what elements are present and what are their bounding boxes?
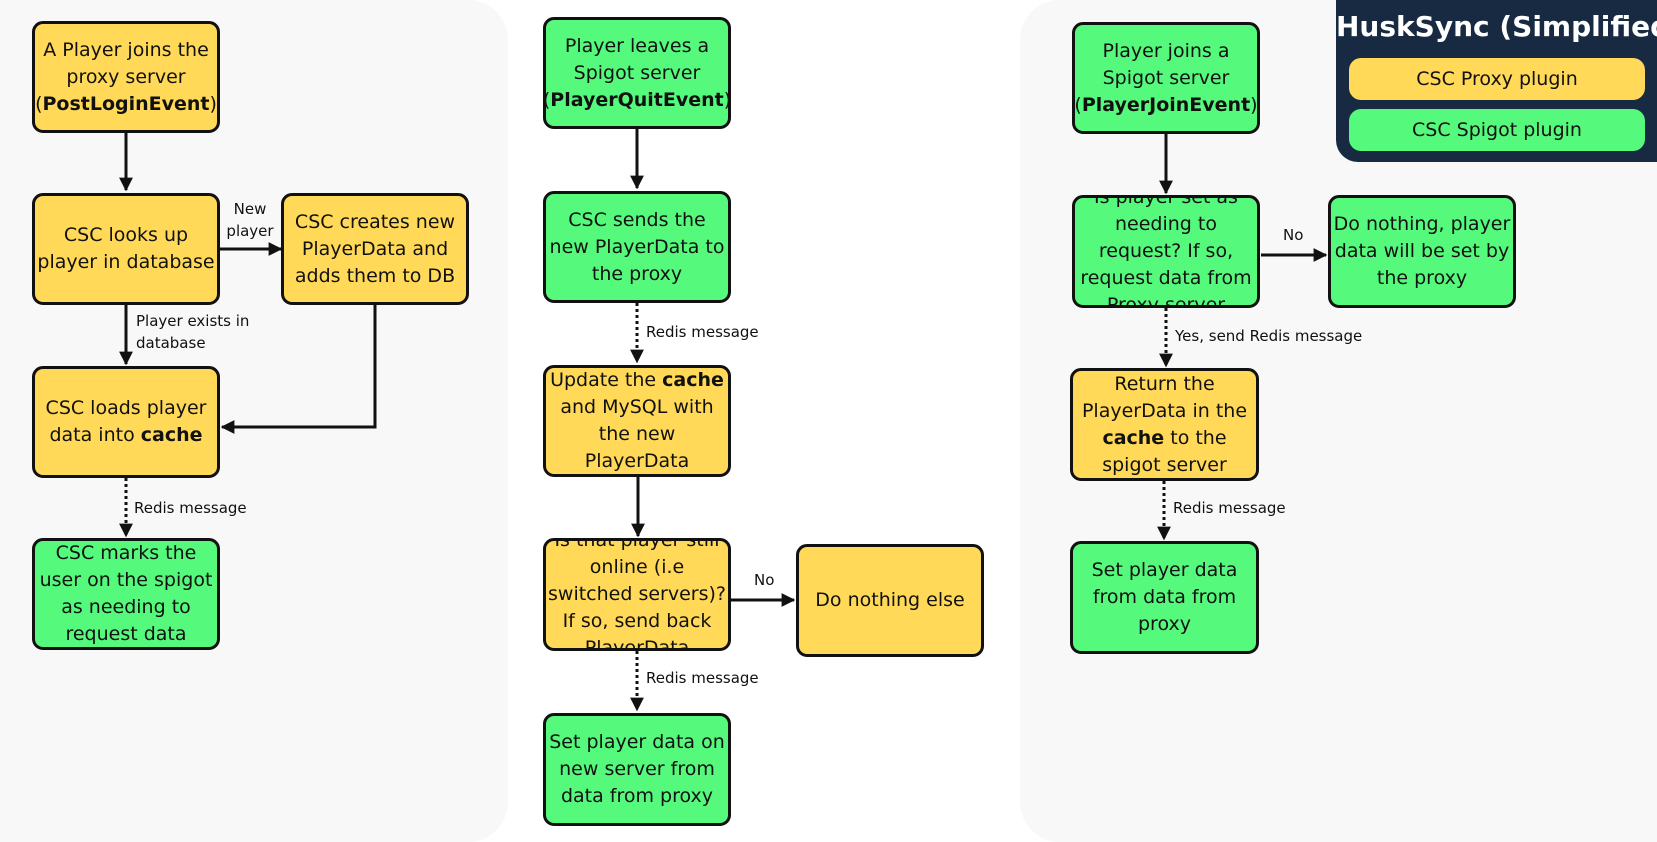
node-lookup-player: CSC looks up player in database (32, 193, 220, 305)
node-load-cache: CSC loads player data into cache (32, 366, 220, 478)
legend: HuskSync (Simplified) CSC Proxy plugin C… (1336, 0, 1657, 162)
edge-label-new-player: New player (226, 200, 274, 240)
edge-label-no: No (1283, 226, 1304, 244)
node-still-online: Is that player still online (i.e switche… (543, 538, 731, 651)
legend-spigot-plugin: CSC Spigot plugin (1349, 109, 1645, 151)
node-set-data-proxy: Set player data from data from proxy (1070, 541, 1259, 654)
node-check-request: Is player set as needing to request? If … (1072, 195, 1260, 308)
node-mark-user: CSC marks the user on the spigot as need… (32, 538, 220, 650)
node-do-nothing-else: Do nothing else (796, 544, 984, 657)
edge-label-yes-redis: Yes, send Redis message (1175, 327, 1363, 345)
edge-label-no: No (754, 571, 775, 589)
edge-label-player-exists: Player exists in database (136, 312, 250, 352)
node-create-playerdata: CSC creates new PlayerData and adds them… (281, 193, 469, 305)
legend-proxy-plugin: CSC Proxy plugin (1349, 58, 1645, 100)
edge-label-redis: Redis message (134, 499, 247, 517)
node-set-data-new-server: Set player data on new server from data … (543, 713, 731, 826)
arrow-create-to-load (220, 304, 377, 434)
legend-title: HuskSync (Simplified) (1336, 10, 1657, 43)
edge-label-redis: Redis message (646, 669, 759, 687)
edge-label-redis: Redis message (1173, 499, 1286, 517)
node-return-playerdata: Return the PlayerData in the cache to th… (1070, 368, 1259, 481)
node-update-cache: Update the cache and MySQL with the new … (543, 365, 731, 477)
edge-label-redis: Redis message (646, 323, 759, 341)
node-do-nothing-proxy: Do nothing, player data will be set by t… (1328, 195, 1516, 308)
node-send-playerdata: CSC sends the new PlayerData to the prox… (543, 191, 731, 303)
